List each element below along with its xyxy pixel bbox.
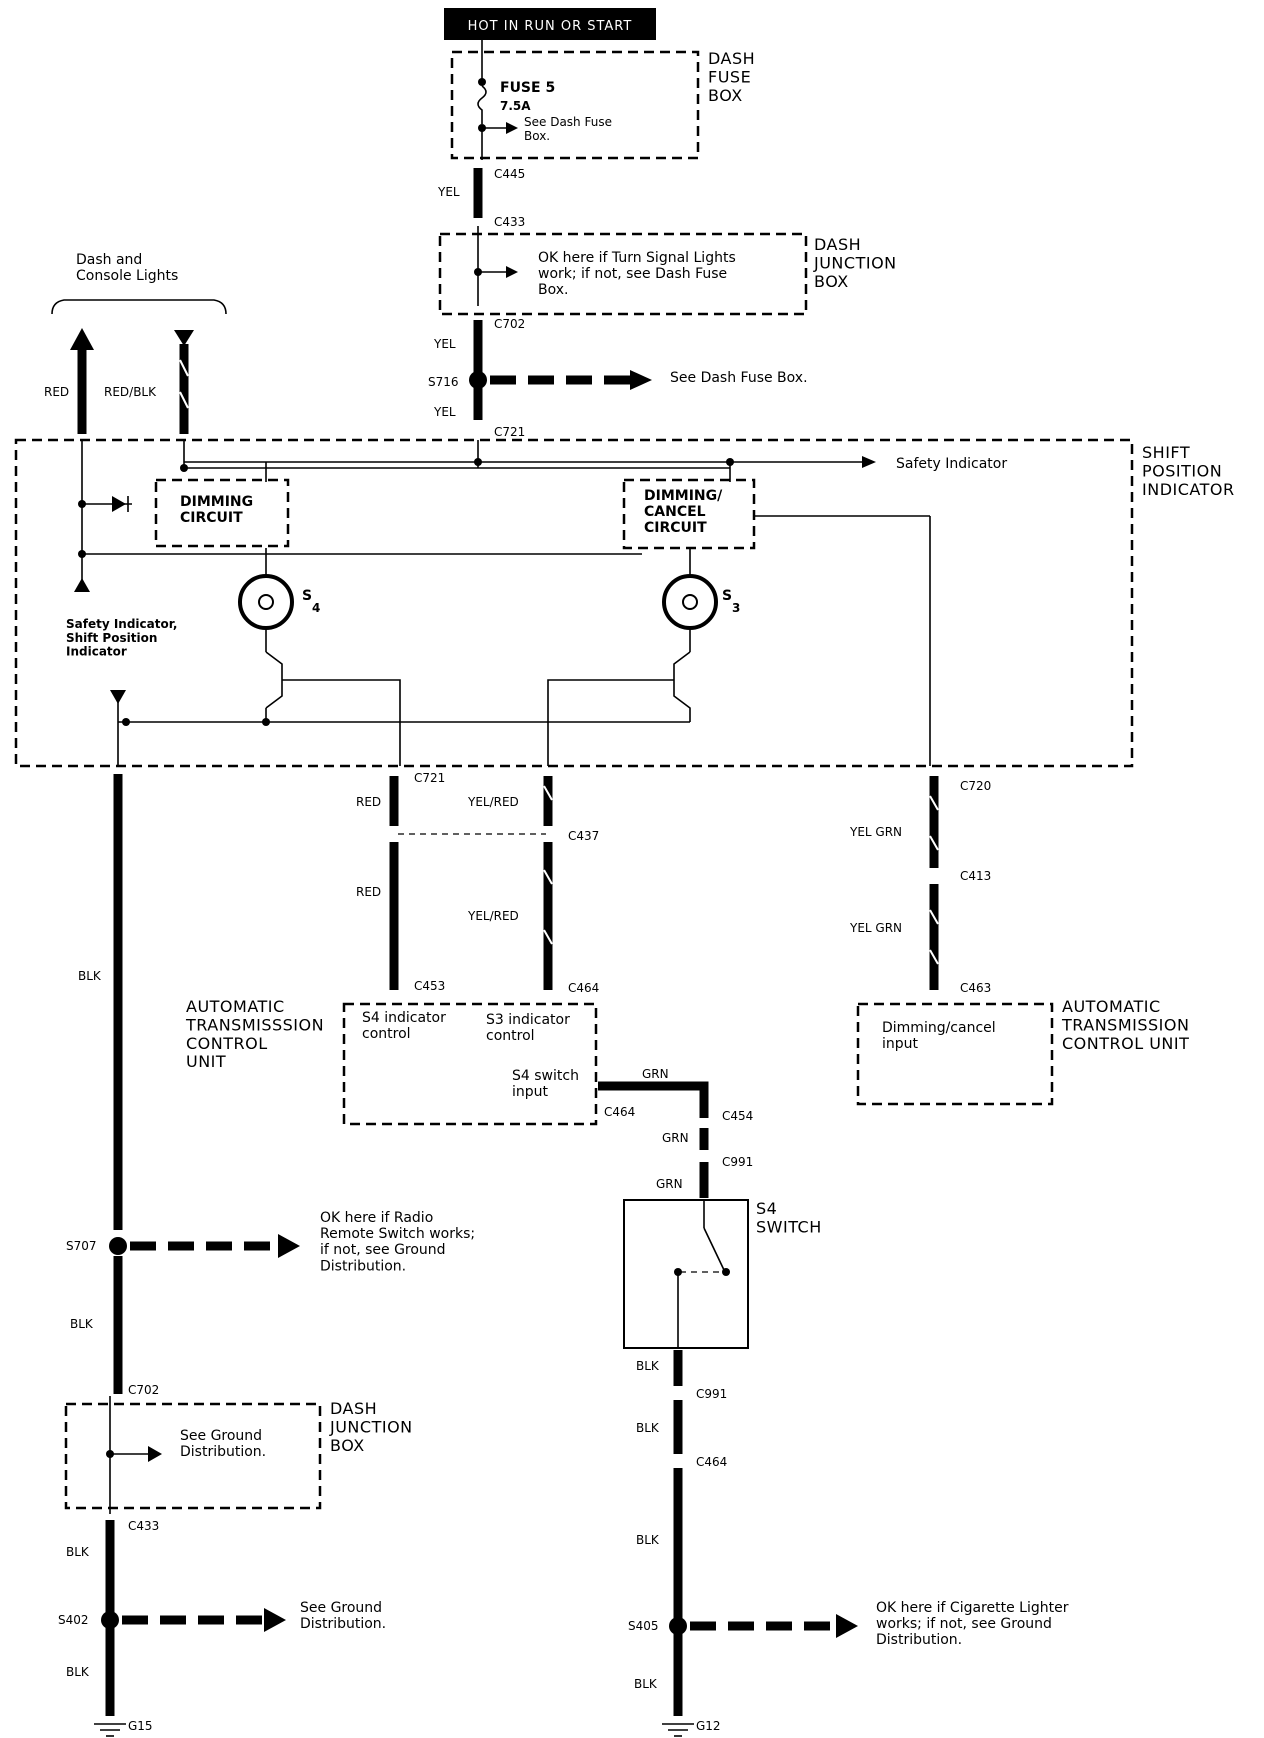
dimming-cancel-circuit-box: [622, 478, 756, 550]
splice-s402: [101, 1611, 119, 1629]
connector-g12: G12: [696, 1719, 721, 1733]
connector-c413: C413: [960, 869, 991, 883]
wire-label-red-out: RED: [44, 385, 69, 399]
wire-label-blk-left-2: BLK: [70, 1317, 94, 1331]
wire-label-yel-1: YEL: [437, 185, 460, 199]
dash-fuse-box: [450, 50, 700, 160]
connector-c454: C454: [722, 1109, 753, 1123]
dash-junction-box-bottom: [64, 1402, 322, 1510]
dash-junction-box-top: [438, 232, 808, 316]
wire-label-yel-grn-1: YEL GRN: [849, 825, 902, 839]
s4-switch-box: [623, 1199, 749, 1349]
connector-s707: S707: [66, 1239, 97, 1253]
connector-c702-bottom: C702: [128, 1383, 159, 1397]
connector-c463: C463: [960, 981, 991, 995]
connector-c464-top: C464: [568, 981, 599, 995]
wire-label-yel-red-1: YEL/RED: [467, 795, 519, 809]
fuse-name: FUSE 5: [500, 80, 555, 96]
s3-transistor: [547, 651, 691, 766]
s4-sub: 4: [312, 601, 320, 615]
connector-c453: C453: [414, 979, 445, 993]
splice-s716: [469, 371, 487, 389]
fuse-symbol: [477, 85, 487, 124]
wire-label-blk-left-4: BLK: [66, 1665, 90, 1679]
connector-s405: S405: [628, 1619, 659, 1633]
connector-c991-top: C991: [722, 1155, 753, 1169]
atcu-left-box: [342, 1002, 598, 1126]
connector-c464-bottom: C464: [696, 1455, 727, 1469]
wire-grn-1: [598, 1081, 709, 1118]
wire-label-grn-3: GRN: [656, 1177, 683, 1191]
wire-label-grn-2: GRN: [662, 1131, 689, 1145]
wire-label-grn-1: GRN: [642, 1067, 669, 1081]
header-badge: [444, 8, 656, 40]
connector-c720: C720: [960, 779, 991, 793]
connector-c721-bottom: C721: [414, 771, 445, 785]
s4-label: S: [302, 588, 312, 604]
splice-s405: [669, 1617, 687, 1635]
connector-c433-bottom: C433: [128, 1519, 159, 1533]
dash-fuse-ref: See Dash Fuse Box.: [670, 370, 808, 386]
splice-s707: [109, 1237, 127, 1255]
connector-g15: G15: [128, 1719, 153, 1733]
wire-label-yel-red-2: YEL/RED: [467, 909, 519, 923]
wire-label-red-blk-out: RED/BLK: [104, 385, 157, 399]
connector-c464-side: C464: [604, 1105, 635, 1119]
wire-label-blk-right-3: BLK: [636, 1533, 660, 1547]
wire-label-blk-right-4: BLK: [634, 1677, 658, 1691]
ground-g15-icon: [94, 1723, 126, 1737]
dimming-circuit-box: [154, 478, 290, 548]
s3-sub: 3: [732, 601, 740, 615]
s4-bulb: [238, 574, 294, 630]
wire-label-red-1: RED: [356, 795, 381, 809]
connector-c721-top: C721: [494, 425, 525, 439]
wire-label-yel-grn-2: YEL GRN: [849, 921, 902, 935]
atcu-right-box: [856, 1002, 1054, 1106]
wire-label-yel-3: YEL: [433, 405, 456, 419]
connector-c437: C437: [568, 829, 599, 843]
safety-indicator-label: Safety Indicator: [896, 456, 1007, 472]
s3-label: S: [722, 588, 732, 604]
connector-c445: C445: [494, 167, 525, 181]
fuse-rating: 7.5A: [500, 99, 531, 113]
s4-transistor: [265, 651, 401, 766]
wire-label-blk-right-1: BLK: [636, 1359, 660, 1373]
connector-c702-top: C702: [494, 317, 525, 331]
wire-label-blk-right-2: BLK: [636, 1421, 660, 1435]
ground-g12-icon: [662, 1723, 694, 1737]
connector-s402: S402: [58, 1613, 89, 1627]
wire-label-blk-left-3: BLK: [66, 1545, 90, 1559]
header-label: HOT IN RUN OR START: [468, 19, 633, 34]
wire-label-blk-left-1: BLK: [78, 969, 102, 983]
wire-label-yel-2: YEL: [433, 337, 456, 351]
s3-bulb: [662, 574, 718, 630]
shift-position-indicator-box: [14, 438, 1134, 768]
connector-c433-top: C433: [494, 215, 525, 229]
connector-s716: S716: [428, 375, 459, 389]
connector-c991-bottom: C991: [696, 1387, 727, 1401]
wire-label-red-2: RED: [356, 885, 381, 899]
